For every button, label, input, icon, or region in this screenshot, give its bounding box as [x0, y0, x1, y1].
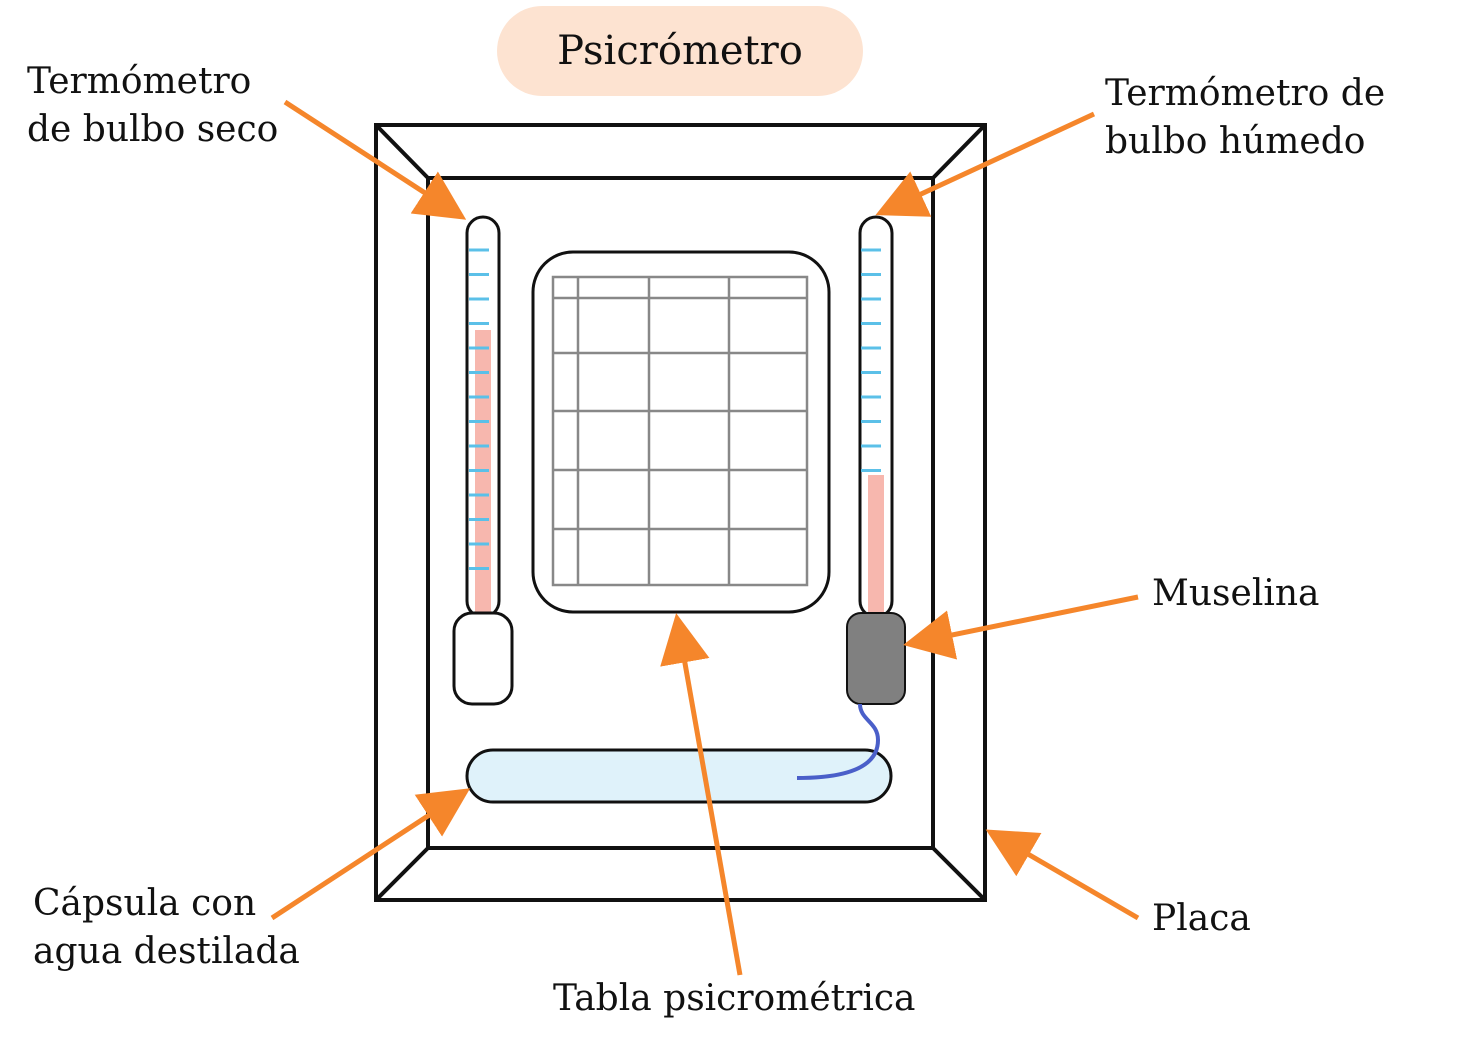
label-dry-bulb: Termómetro de bulbo seco [27, 58, 278, 154]
wet-bulb-scale-ticks [861, 248, 881, 472]
wick [796, 703, 881, 780]
diagram-title: Psicrómetro [557, 28, 803, 74]
label-wet-bulb-line1: Termómetro de [1105, 73, 1386, 114]
label-muslin: Muselina [1152, 573, 1320, 614]
label-table: Tabla psicrométrica [553, 978, 916, 1019]
label-dry-bulb-line1: Termómetro [27, 61, 252, 102]
label-plate: Placa [1152, 898, 1251, 939]
arrow-table [660, 613, 743, 976]
label-wet-bulb: Termómetro de bulbo húmedo [1105, 70, 1385, 166]
water-capsule [465, 748, 893, 804]
dry-bulb [452, 611, 514, 706]
psychrometric-table [531, 250, 831, 614]
wet-bulb-mercury-column [868, 475, 884, 617]
pointer-arrows [270, 99, 1140, 976]
label-capsule: Cápsula con agua destilada [33, 880, 300, 976]
arrow-wet-bulb [875, 111, 1096, 217]
title-pill: Psicrómetro [497, 6, 863, 96]
label-capsule-line2: agua destilada [33, 931, 300, 972]
label-capsule-line1: Cápsula con [33, 883, 257, 924]
arrow-muslin [903, 594, 1139, 660]
wet-bulb-thermometer [846, 215, 906, 705]
dry-bulb-scale-ticks [469, 248, 489, 570]
arrow-capsule [270, 788, 471, 921]
label-wet-bulb-line2: bulbo húmedo [1105, 121, 1366, 162]
arrow-plate [985, 829, 1140, 921]
dry-bulb-thermometer [452, 215, 514, 706]
label-dry-bulb-line2: de bulbo seco [27, 109, 279, 150]
muslin-bulb [846, 612, 906, 705]
arrow-dry-bulb [283, 99, 467, 220]
